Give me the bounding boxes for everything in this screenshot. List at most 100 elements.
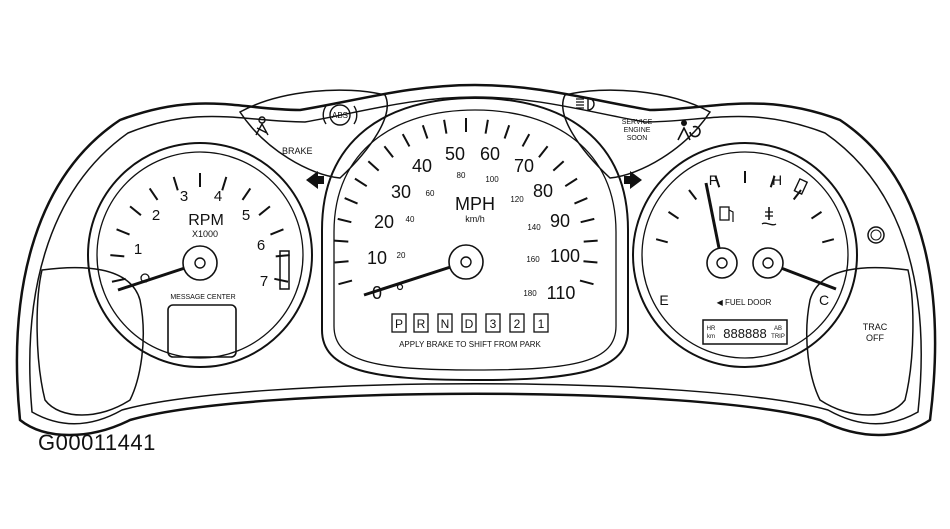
gauge-tick [792, 189, 802, 201]
temp-cold-label: C [819, 292, 829, 308]
gauge-tick [714, 175, 721, 188]
gear-d: D [465, 317, 474, 331]
service-engine-soon-label: SERVICE ENGINE SOON [622, 119, 653, 142]
speedo-tick [538, 145, 549, 158]
fuel-full-label: F [709, 172, 718, 188]
kmh-label-160: 160 [526, 255, 540, 264]
kmh-label-140: 140 [527, 223, 541, 232]
temp-hot-label: H [772, 172, 782, 188]
kmh-label-120: 120 [510, 195, 524, 204]
kmh-label-100: 100 [485, 175, 499, 184]
mph-label-80: 80 [533, 181, 553, 201]
speedo-tick [367, 160, 380, 172]
tachometer-ticks [110, 173, 290, 283]
tach-label-3: 3 [180, 188, 188, 205]
gear-p: P [395, 317, 403, 331]
tach-tick [129, 205, 142, 216]
speedo-tick [334, 239, 349, 243]
seatbelt-warning-icon [255, 116, 269, 136]
speedo-tick [579, 279, 594, 286]
mph-label-50: 50 [445, 144, 465, 164]
mph-label-70: 70 [514, 156, 534, 176]
fuel-door-label: ◀ FUEL DOOR [717, 298, 772, 307]
gear-n: N [441, 317, 450, 331]
mph-label-10: 10 [367, 248, 387, 268]
speedo-tick [503, 124, 511, 139]
gear-indicator: P R N D 3 2 1 [391, 313, 549, 333]
kmh-label-60: 60 [426, 189, 435, 198]
headlamp-indicator-icon [576, 97, 595, 111]
right-turn-arrow-icon [624, 171, 642, 189]
tach-label-7: 7 [260, 273, 268, 290]
fuel-pump-icon [719, 206, 734, 222]
soon-label: SOON [627, 135, 648, 142]
temp-hot-zone [793, 177, 809, 195]
tachometer-gauge: 1 2 3 4 5 6 7 RPM X1000 MESSAGE CENTER [87, 142, 313, 368]
gear-box-r [413, 313, 429, 333]
tach-tick [221, 176, 228, 191]
speedometer-kmh-labels: 20 40 60 80 100 120 140 160 180 [397, 171, 542, 298]
tach-tick [111, 277, 126, 283]
tach-tick [172, 176, 179, 191]
kmh-label-20: 20 [397, 251, 406, 260]
cluster-housing-inner [29, 96, 922, 425]
trip-reset-knob-inner [870, 229, 882, 241]
trip-reset-knob [867, 226, 885, 244]
tach-tick [148, 187, 159, 201]
tach-label-6: 6 [257, 237, 265, 254]
tach-label-4: 4 [214, 188, 222, 205]
mph-label-110: 110 [547, 283, 576, 303]
tach-tick [275, 254, 290, 258]
figure-id-caption: G00011441 [38, 430, 156, 455]
gauge-tick [667, 211, 680, 220]
speedo-kmh-unit: km/h [465, 214, 485, 224]
tachometer-labels: 1 2 3 4 5 6 7 [134, 188, 268, 290]
speedo-tick [383, 145, 394, 158]
tach-label-1: 1 [134, 241, 142, 258]
gear-1: 1 [538, 317, 545, 331]
tach-label-2: 2 [152, 207, 160, 224]
speedo-tick [354, 177, 368, 188]
speedo-tick [401, 133, 411, 147]
mph-label-30: 30 [391, 182, 411, 202]
tach-multiplier-label: X1000 [192, 229, 218, 239]
odometer-trip-label: TRIP [771, 334, 785, 340]
kmh-label-40: 40 [406, 215, 415, 224]
airbag-warning-icon [677, 120, 701, 141]
apply-brake-label: APPLY BRAKE TO SHIFT FROM PARK [399, 340, 541, 349]
abs-warning-icon: ABS [322, 104, 358, 126]
gear-box-d [461, 313, 477, 333]
engine-temp-icon [761, 207, 777, 226]
gear-box-1 [533, 313, 549, 333]
trac-label: TRAC [863, 322, 888, 332]
speedo-tick [443, 119, 448, 134]
gear-box-2 [509, 313, 525, 333]
tach-rpm-label: RPM [188, 212, 224, 229]
trac-off-label: OFF [866, 333, 884, 343]
tach-tick [241, 187, 252, 201]
speedo-tick [344, 197, 358, 205]
gear-3: 3 [490, 317, 497, 331]
mph-label-20: 20 [374, 212, 394, 232]
speedo-tick [337, 217, 352, 224]
odometer-hr-label: HR [707, 326, 716, 332]
engine-label: ENGINE [624, 127, 651, 134]
speedo-tick [580, 217, 595, 224]
cluster-housing-outer [15, 83, 937, 437]
abs-label: ABS [332, 111, 348, 120]
gear-box-n [437, 313, 453, 333]
temp-hub-cap [762, 257, 774, 269]
speedo-tick [574, 197, 588, 205]
odometer-km-label: km [707, 334, 715, 340]
speedo-hub-cap [460, 256, 472, 268]
service-label: SERVICE [622, 119, 653, 126]
odometer-display [702, 319, 788, 345]
speedo-hub [448, 244, 484, 280]
odometer-ab-label: AB [774, 326, 782, 332]
brake-warning-label: BRAKE [282, 146, 313, 156]
speedo-tick [484, 119, 489, 134]
speedo-tick [583, 260, 598, 264]
gauge-tick [822, 238, 835, 244]
fuel-gauge-ticks [655, 171, 835, 244]
